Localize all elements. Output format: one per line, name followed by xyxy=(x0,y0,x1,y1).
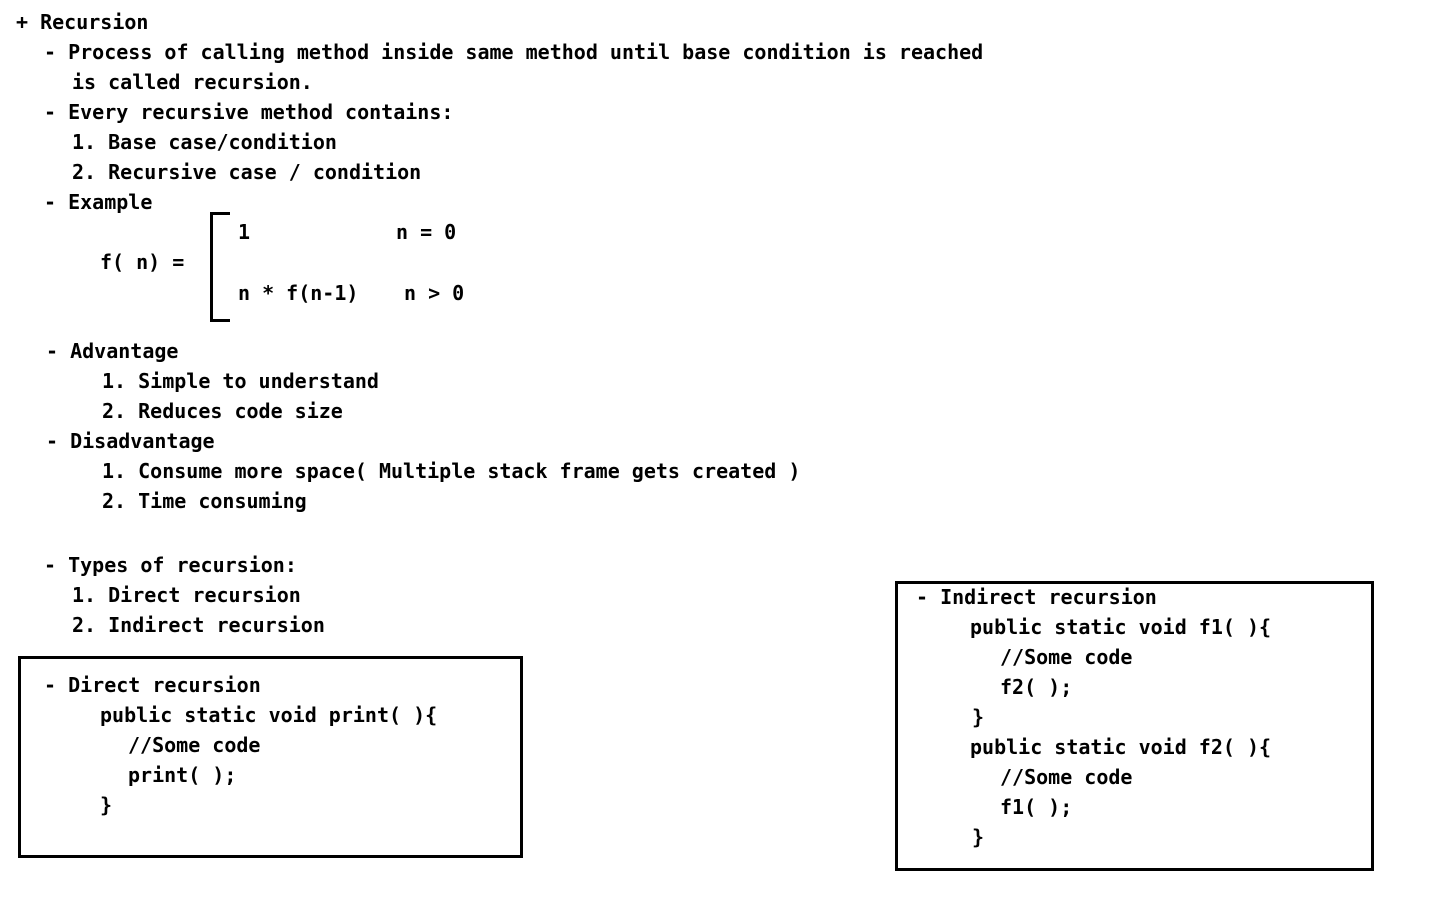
example-title: - Example xyxy=(44,190,153,214)
example-case1-expr: 1 xyxy=(238,220,251,244)
example-lhs: f( n) = xyxy=(100,250,185,274)
advantage-item-1: 1. Simple to understand xyxy=(102,369,379,393)
direct-recursion-box xyxy=(18,656,523,858)
direct-code-line-4: } xyxy=(100,793,113,817)
direct-code-line-2: //Some code xyxy=(128,733,261,757)
definition-line-2: is called recursion. xyxy=(72,70,313,94)
section-heading: + Recursion xyxy=(16,10,149,34)
example-case1-cond: n = 0 xyxy=(396,220,457,244)
direct-code-line-3: print( ); xyxy=(128,763,237,787)
types-item-2: 2. Indirect recursion xyxy=(72,613,325,637)
indirect-code-line-2: //Some code xyxy=(1000,645,1133,669)
indirect-code-line-4: } xyxy=(972,705,985,729)
contains-title: - Every recursive method contains: xyxy=(44,100,454,124)
definition-line-1: - Process of calling method inside same … xyxy=(44,40,984,64)
contains-item-2: 2. Recursive case / condition xyxy=(72,160,422,184)
indirect-code-line-6: //Some code xyxy=(1000,765,1133,789)
piecewise-bracket xyxy=(210,212,230,322)
contains-item-1: 1. Base case/condition xyxy=(72,130,337,154)
indirect-box-title: - Indirect recursion xyxy=(916,585,1157,609)
indirect-code-line-3: f2( ); xyxy=(1000,675,1073,699)
indirect-recursion-box xyxy=(895,581,1374,871)
disadvantage-item-1: 1. Consume more space( Multiple stack fr… xyxy=(102,459,801,483)
direct-code-line-1: public static void print( ){ xyxy=(100,703,438,727)
advantage-item-2: 2. Reduces code size xyxy=(102,399,343,423)
advantage-title: - Advantage xyxy=(46,339,179,363)
types-item-1: 1. Direct recursion xyxy=(72,583,301,607)
indirect-code-line-1: public static void f1( ){ xyxy=(970,615,1272,639)
disadvantage-title: - Disadvantage xyxy=(46,429,215,453)
direct-box-title: - Direct recursion xyxy=(44,673,261,697)
example-case2-cond: n > 0 xyxy=(404,281,465,305)
indirect-code-line-7: f1( ); xyxy=(1000,795,1073,819)
types-title: - Types of recursion: xyxy=(44,553,297,577)
indirect-code-line-8: } xyxy=(972,825,985,849)
example-case2-expr: n * f(n-1) xyxy=(238,281,359,305)
disadvantage-item-2: 2. Time consuming xyxy=(102,489,307,513)
indirect-code-line-5: public static void f2( ){ xyxy=(970,735,1272,759)
